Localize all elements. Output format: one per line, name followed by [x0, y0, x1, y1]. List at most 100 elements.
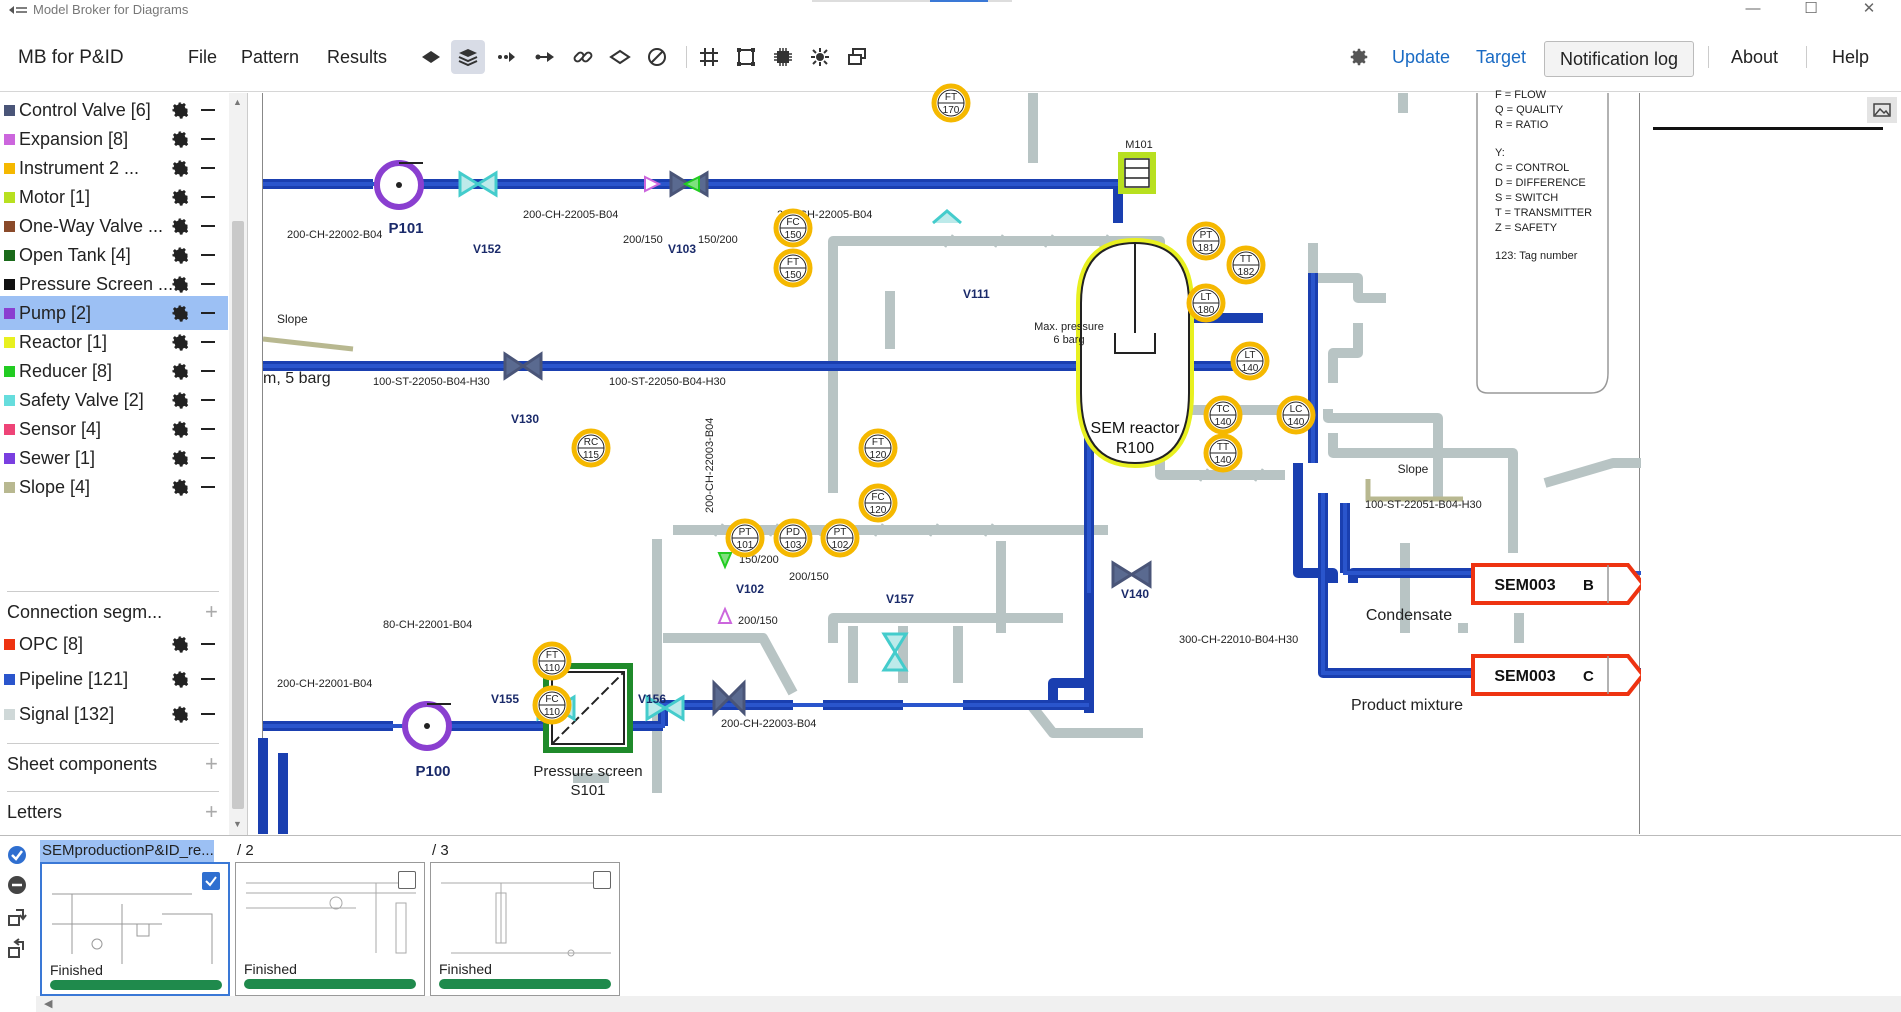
connection-row[interactable]: OPC [8] — [0, 627, 228, 661]
remove-icon[interactable] — [201, 196, 215, 198]
settings-gear-icon[interactable] — [170, 448, 190, 473]
bug-icon[interactable] — [803, 40, 837, 74]
select-all-icon[interactable] — [6, 844, 30, 868]
page-checkbox[interactable] — [398, 871, 416, 889]
settings-gear-icon[interactable] — [170, 303, 190, 328]
category-row[interactable]: Control Valve [6] — [0, 93, 228, 127]
category-row[interactable]: Instrument 2 ... — [0, 151, 228, 185]
category-row[interactable]: Expansion [8] — [0, 122, 228, 156]
remove-icon[interactable] — [201, 225, 215, 227]
menu-results[interactable]: Results — [327, 47, 388, 67]
scroll-left-icon[interactable]: ◀ — [44, 998, 53, 1010]
connection-segments-header[interactable]: Connection segm... + — [7, 595, 227, 629]
category-row[interactable]: One-Way Valve ... — [0, 209, 228, 243]
settings-gear-icon[interactable] — [1342, 40, 1376, 74]
diagram-canvas[interactable]: SEM003 B SEM003 C F = FLOW Q = QUALITY R… — [258, 83, 1738, 834]
settings-gear-icon[interactable] — [170, 477, 190, 502]
maximize-button[interactable]: ☐ — [1804, 0, 1818, 17]
remove-icon[interactable] — [201, 167, 215, 169]
menu-pattern[interactable]: Pattern — [241, 47, 300, 67]
scroll-up-icon[interactable]: ▲ — [233, 97, 242, 107]
add-connection-icon[interactable]: + — [205, 599, 218, 624]
menu-file[interactable]: File — [188, 47, 218, 67]
settings-gear-icon[interactable] — [170, 361, 190, 386]
category-row[interactable]: Sewer [1] — [0, 441, 228, 475]
layers-icon[interactable] — [451, 40, 485, 74]
sidebar-scrollbar[interactable]: ▲ ▼ — [229, 93, 247, 835]
menu-help[interactable]: Help — [1832, 47, 1870, 67]
settings-gear-icon[interactable] — [170, 100, 190, 125]
category-row[interactable]: Motor [1] — [0, 180, 228, 214]
pages-scrollbar[interactable]: ◀ — [36, 996, 1901, 1012]
remove-icon[interactable] — [201, 283, 215, 285]
pump-p100[interactable] — [402, 701, 452, 751]
remove-icon[interactable] — [201, 399, 215, 401]
notification-log-button[interactable]: Notification log — [1544, 41, 1694, 77]
settings-gear-icon[interactable] — [170, 245, 190, 270]
remove-icon[interactable] — [201, 341, 215, 343]
remove-icon[interactable] — [201, 457, 215, 459]
image-view-icon[interactable] — [1867, 97, 1897, 123]
remove-icon[interactable] — [201, 643, 215, 645]
settings-gear-icon[interactable] — [170, 158, 190, 183]
select-shape-icon[interactable] — [414, 40, 448, 74]
copy-windows-icon[interactable] — [840, 40, 874, 74]
add-letter-icon[interactable]: + — [205, 799, 218, 824]
link-icon[interactable] — [566, 40, 600, 74]
close-button[interactable]: ✕ — [1862, 0, 1876, 17]
pid-diagram[interactable]: SEM003 B SEM003 C F = FLOW Q = QUALITY R… — [258, 83, 1738, 834]
page-preview[interactable]: Finished — [40, 862, 230, 996]
connection-row[interactable]: Pipeline [121] — [0, 662, 228, 696]
settings-gear-icon[interactable] — [170, 419, 190, 444]
settings-gear-icon[interactable] — [170, 704, 190, 729]
disable-icon[interactable] — [640, 40, 674, 74]
remove-icon[interactable] — [201, 109, 215, 111]
settings-gear-icon[interactable] — [170, 187, 190, 212]
category-row[interactable]: Reactor [1] — [0, 325, 228, 359]
minimize-button[interactable]: — — [1745, 0, 1761, 17]
settings-gear-icon[interactable] — [170, 332, 190, 357]
remove-icon[interactable] — [201, 428, 215, 430]
settings-gear-icon[interactable] — [170, 634, 190, 659]
page-checkbox[interactable] — [202, 872, 220, 890]
settings-gear-icon[interactable] — [170, 669, 190, 694]
sidebar-scroll-thumb[interactable] — [232, 221, 244, 809]
instrument-bubbles[interactable]: FT170FC150FT150PT181TT182LT180LT140TC140… — [532, 83, 1316, 725]
letters-header[interactable]: Letters + — [7, 795, 227, 829]
remove-icon[interactable] — [201, 713, 215, 715]
category-row[interactable]: Pressure Screen ... — [0, 267, 228, 301]
page-thumbnail[interactable]: SEMproductionP&ID_re...Finished — [38, 838, 232, 996]
remove-icon[interactable] — [201, 678, 215, 680]
page-preview[interactable]: Finished — [235, 862, 425, 996]
diamond-icon[interactable] — [603, 40, 637, 74]
category-row[interactable]: Reducer [8] — [0, 354, 228, 388]
category-row[interactable]: Sensor [4] — [0, 412, 228, 446]
rotate-page-icon[interactable] — [6, 906, 30, 930]
page-preview[interactable]: Finished — [430, 862, 620, 996]
connection-row[interactable]: Signal [132] — [0, 697, 228, 731]
remove-icon[interactable] — [201, 486, 215, 488]
frame-select-icon[interactable] — [729, 40, 763, 74]
settings-gear-icon[interactable] — [170, 216, 190, 241]
settings-gear-icon[interactable] — [170, 274, 190, 299]
grid-icon[interactable] — [692, 40, 726, 74]
menu-about[interactable]: About — [1731, 47, 1779, 67]
